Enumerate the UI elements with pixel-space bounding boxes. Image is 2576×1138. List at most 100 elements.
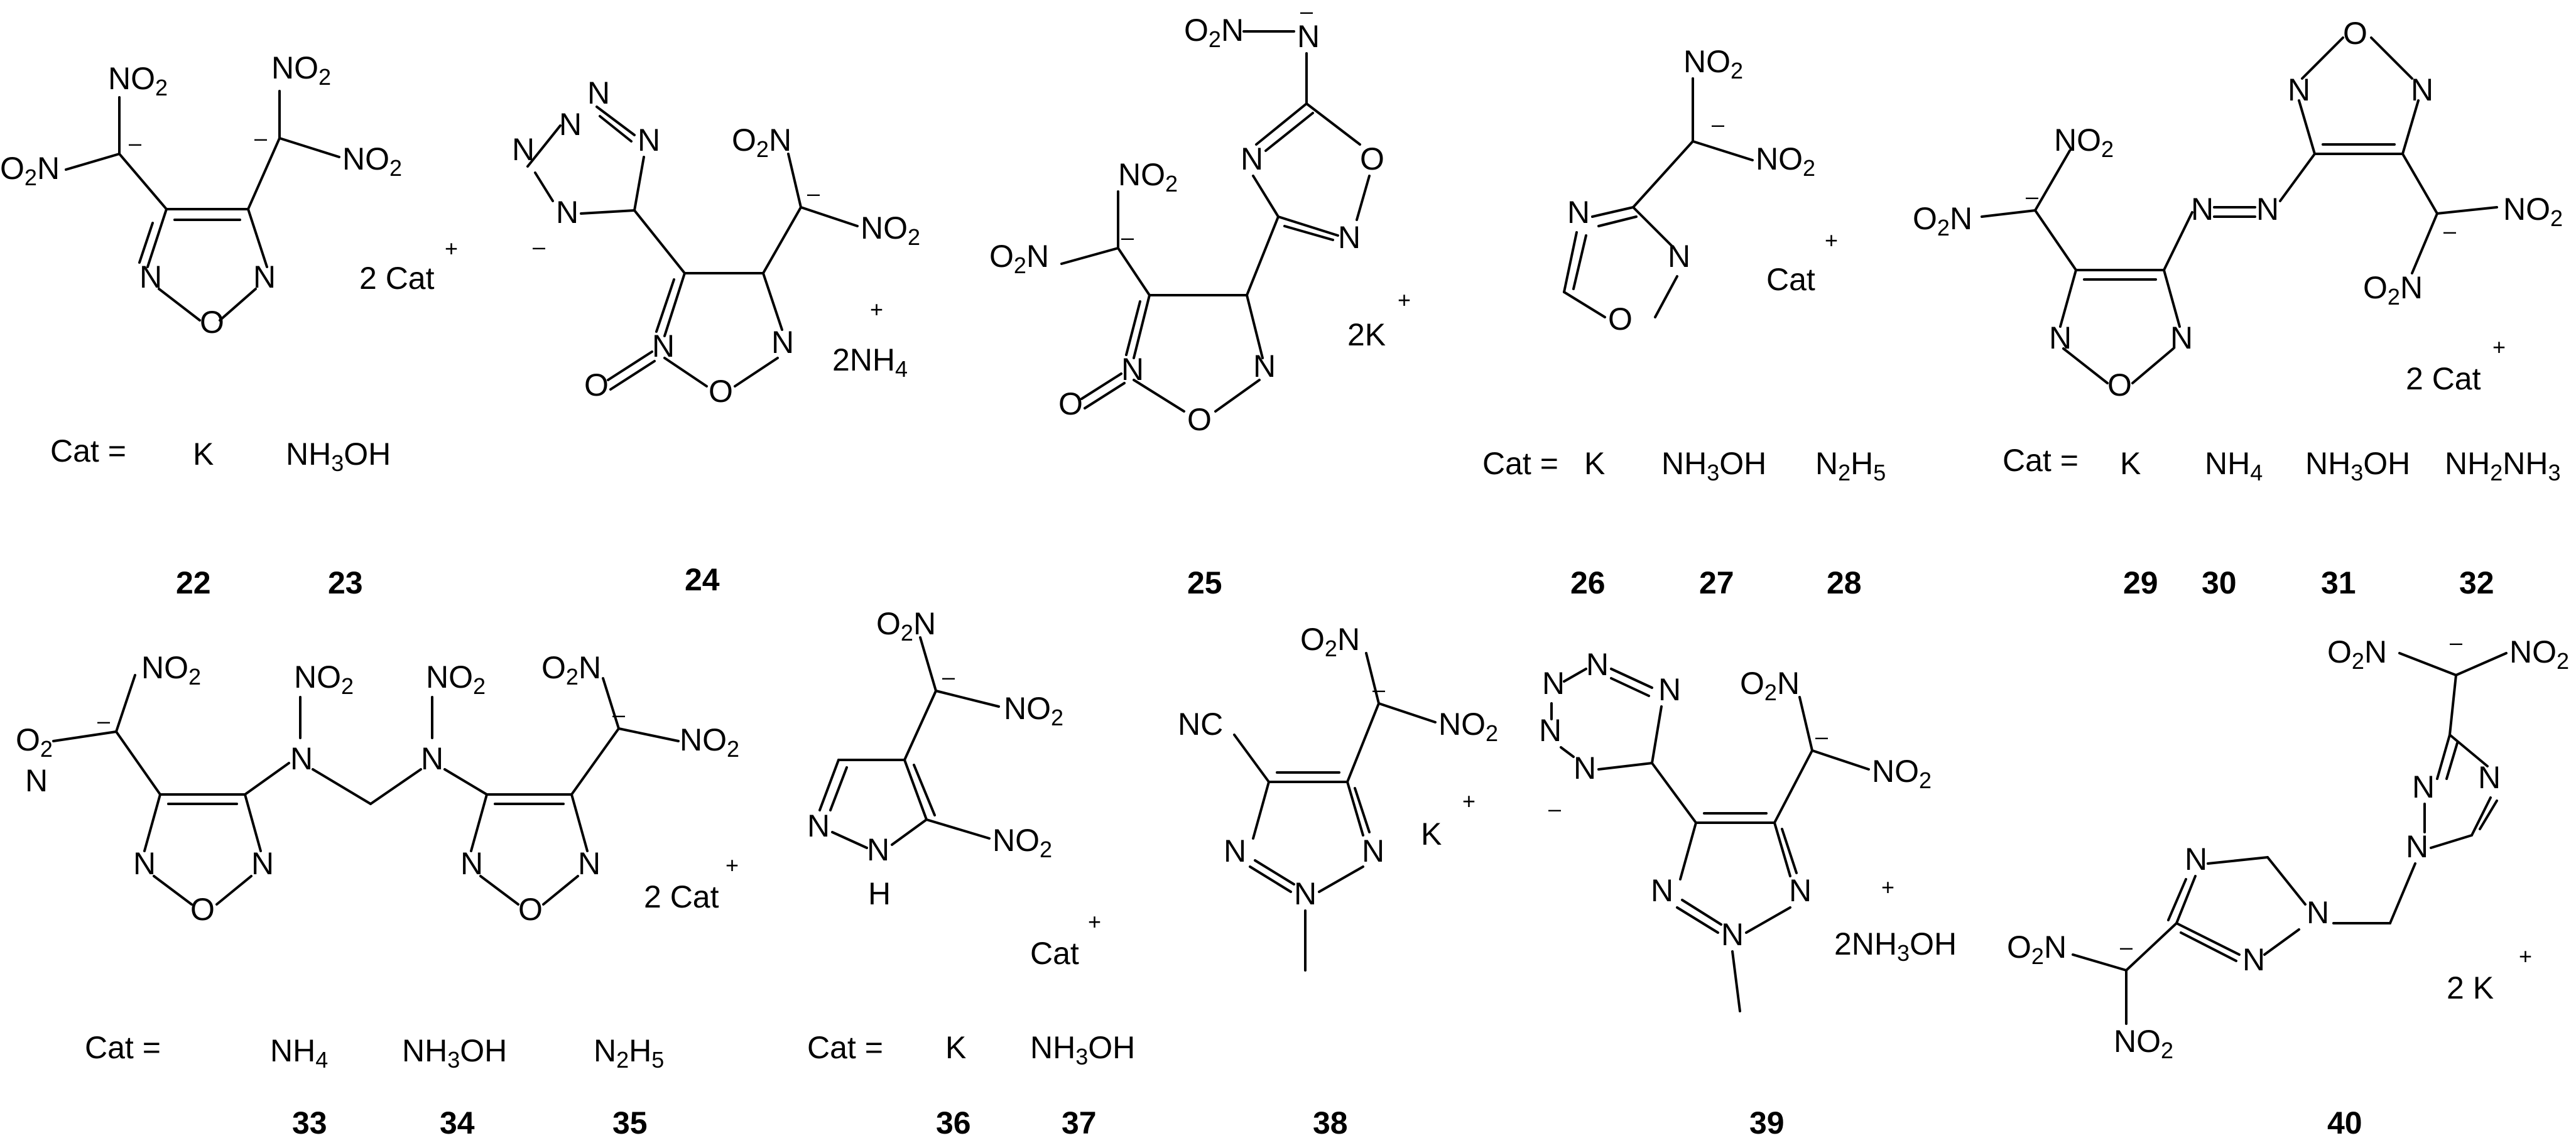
- cation-charge: +: [1462, 788, 1475, 814]
- compound-number-26: 26: [1570, 565, 1606, 600]
- nitro-group: O2N: [1184, 13, 1244, 52]
- structure-24: N N N N N – N N O O O2N NO2 – + 2NH4: [512, 75, 920, 597]
- nitro-group: NO2: [861, 210, 920, 250]
- ring-N: N: [578, 846, 601, 881]
- cyano-group: NC: [1178, 707, 1223, 742]
- nitramine-N: N: [290, 741, 313, 776]
- ring-O: O: [190, 892, 215, 927]
- charge-minus: –: [1121, 224, 1134, 250]
- nitro-N: N: [25, 763, 48, 798]
- nitro-group: NO2: [2503, 192, 2563, 231]
- ring-N: N: [1542, 666, 1565, 701]
- nitro-group: O2: [16, 722, 53, 762]
- cat-option-K: K: [1584, 446, 1605, 481]
- ring-NH: N: [867, 832, 889, 867]
- ring-N: N: [2170, 320, 2193, 355]
- cat-option-NH3OH: NH3OH: [402, 1033, 507, 1073]
- compound-number-22: 22: [176, 565, 211, 600]
- structure-29-32: N N O NO2 O2N – N N N N O NO2 O2N – 2 Ca…: [1913, 16, 2563, 600]
- ring-N: N: [1658, 672, 1681, 707]
- compound-number-38: 38: [1313, 1105, 1348, 1135]
- charge-minus: –: [1372, 676, 1385, 702]
- compound-number-27: 27: [1699, 565, 1734, 600]
- amide-N: N: [1297, 19, 1320, 54]
- structure-22-23: N N O NO2 O2N – NO2 NO2 – 2 Cat + Cat = …: [0, 50, 458, 600]
- cation-formula-25: 2K: [1347, 317, 1386, 352]
- ring-N: N: [1338, 220, 1361, 255]
- ring-N: N: [559, 107, 582, 142]
- ring-O: O: [2107, 367, 2132, 403]
- cation-formula-40: 2 K: [2447, 970, 2494, 1005]
- nitro-group: O2N: [2327, 634, 2387, 674]
- cat-option-NH3OH: NH3OH: [2305, 446, 2410, 485]
- compound-number-25: 25: [1187, 565, 1222, 600]
- ring-N: N: [587, 75, 610, 111]
- ring-N: N: [460, 846, 483, 881]
- charge-minus: –: [1300, 0, 1313, 24]
- nitro-group: NO2: [108, 61, 168, 100]
- nitro-group: NO2: [426, 659, 486, 699]
- azo-N: N: [2191, 192, 2214, 227]
- compound-number-28: 28: [1827, 565, 1862, 600]
- charge-minus: –: [807, 180, 820, 206]
- nitro-group: O2N: [876, 606, 936, 646]
- cat-option-K: K: [945, 1030, 966, 1065]
- ring-N: N: [2185, 842, 2207, 877]
- ring-N: N: [2288, 72, 2310, 107]
- compound-number-29: 29: [2123, 565, 2158, 600]
- cat-option-NH2NH3: NH2NH3: [2445, 446, 2561, 485]
- compound-number-31: 31: [2321, 565, 2356, 600]
- ring-N: N: [1253, 349, 1276, 384]
- charge-minus: –: [2120, 934, 2133, 960]
- ring-N: N: [1668, 239, 1690, 274]
- charge-minus: –: [2443, 218, 2456, 244]
- charge-minus: –: [97, 708, 110, 734]
- compound-number-40: 40: [2327, 1105, 2362, 1135]
- nitramine-N: N: [421, 741, 443, 776]
- nitro-group: NO2: [2114, 1024, 2173, 1063]
- ring-N: N: [1241, 141, 1263, 176]
- cat-row-label: Cat =: [50, 433, 126, 469]
- ring-N: N: [807, 808, 830, 843]
- compound-number-32: 32: [2459, 565, 2494, 600]
- cat-row-label: Cat =: [85, 1030, 161, 1065]
- cation-formula-38: K: [1421, 816, 1442, 852]
- charge-minus: –: [2450, 629, 2462, 655]
- compound-number-35: 35: [612, 1105, 648, 1135]
- ring-N: N: [1586, 647, 1609, 682]
- nitro-group: O2N: [1913, 201, 1972, 241]
- ring-N: N: [1121, 352, 1144, 387]
- nitro-group: NO2: [1004, 691, 1063, 730]
- nitro-group: O2N: [732, 122, 791, 162]
- nitro-group: O2N: [1300, 622, 1360, 661]
- cat-row-label: Cat =: [1482, 446, 1558, 481]
- cat-option-K: K: [2120, 446, 2141, 481]
- ring-N: N: [2406, 829, 2428, 864]
- cation-charge: +: [2519, 943, 2532, 969]
- compound-number-39: 39: [1749, 1105, 1785, 1135]
- nitro-group: NO2: [2054, 122, 2114, 162]
- ring-N: N: [133, 846, 156, 881]
- N-oxide-O: O: [1058, 386, 1083, 421]
- cation-charge: +: [726, 852, 739, 878]
- cation-charge: +: [1088, 909, 1101, 935]
- charge-minus: –: [942, 664, 955, 690]
- cat-row-label: Cat =: [807, 1030, 883, 1065]
- nitro-group: NO2: [992, 823, 1052, 862]
- ring-O: O: [1187, 402, 1212, 437]
- nitro-group: O2N: [1740, 666, 1800, 705]
- nitro-group: O2N: [541, 650, 601, 690]
- cation-charge: +: [2492, 334, 2506, 360]
- nitro-group: O2N: [0, 151, 60, 190]
- cat-option-K: K: [193, 436, 214, 472]
- ring-N: N: [1789, 873, 1812, 908]
- structure-38: N N N NC O2N NO2 – K + 38: [1178, 622, 1498, 1138]
- charge-minus: –: [1712, 111, 1724, 137]
- cation-formula-39: 2NH3OH: [1834, 926, 1957, 966]
- cation-charge: +: [1825, 227, 1838, 253]
- ring-N: N: [1567, 195, 1590, 230]
- ring-N: N: [2411, 72, 2433, 107]
- ring-O: O: [709, 374, 733, 409]
